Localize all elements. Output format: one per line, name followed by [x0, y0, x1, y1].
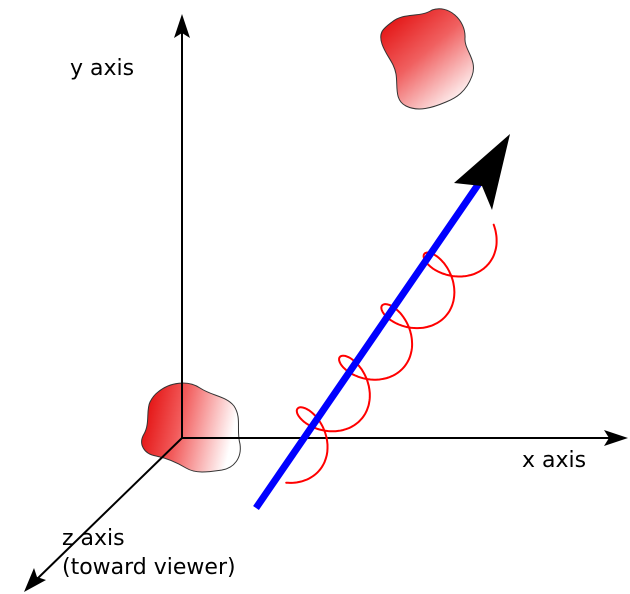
y-axis-label: y axis [70, 56, 135, 81]
upper-blob-icon [380, 8, 474, 110]
z-axis-label: z axis [62, 526, 125, 551]
helical-wave [285, 223, 498, 484]
y-axis-arrowhead-icon [174, 14, 190, 38]
beam-line [253, 174, 487, 510]
x-axis-arrowhead-icon [604, 430, 628, 446]
beam-arrowhead-icon [454, 134, 510, 210]
z-axis-note: (toward viewer) [62, 555, 236, 580]
x-axis-label: x axis [522, 448, 587, 473]
z-axis-line [35, 437, 183, 581]
origin-blob-icon [141, 382, 241, 473]
z-axis-arrowhead-icon [24, 568, 46, 592]
